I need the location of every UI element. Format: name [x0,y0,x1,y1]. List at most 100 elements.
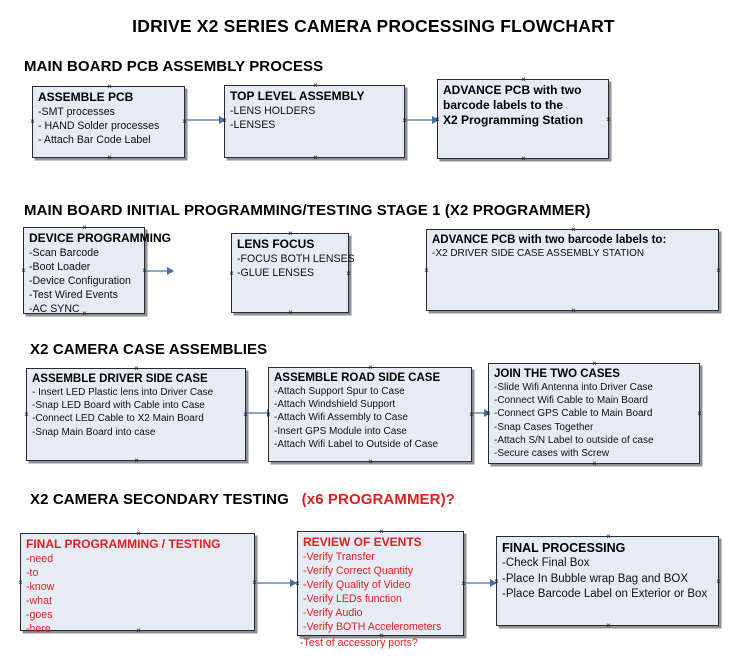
node-line: -Verify LEDs function [303,593,402,605]
resize-handle-bottom[interactable] [520,155,527,162]
resize-handle-right[interactable] [468,411,475,418]
resize-handle-top[interactable] [570,226,577,233]
node-title: ADVANCE PCB with two [443,83,582,97]
resize-handle-bottom[interactable] [287,309,294,316]
resize-handle-bottom[interactable] [312,154,319,161]
resize-handle-top[interactable] [133,365,140,372]
connector-review-of-events-to-final-processing [463,579,497,587]
resize-handle-left[interactable] [221,117,228,124]
node-line: -GLUE LENSES [237,267,315,279]
node-line: -AC SYNC [29,303,80,315]
resize-handle-bottom[interactable] [135,627,142,634]
resize-handle-left[interactable] [23,411,30,418]
resize-handle-top[interactable] [520,76,527,83]
node-line: -Connect GPS Cable to Main Board [494,408,653,420]
node-final-processing[interactable]: FINAL PROCESSING -Check Final Box -Place… [496,536,719,626]
resize-handle-left[interactable] [493,578,500,585]
resize-handle-right[interactable] [141,267,148,274]
node-line: -Secure cases with Screw [494,448,610,460]
connector-device-programming-to-lens-focus [146,267,174,275]
resize-handle-left[interactable] [20,267,27,274]
resize-handle-left[interactable] [434,116,441,123]
node-line: -Scan Barcode [29,247,100,259]
node-line: -Verify Correct Quantity [303,565,414,577]
resize-handle-right[interactable] [605,116,612,123]
node-advance-pcb-to-x2-programming-station[interactable]: ADVANCE PCB with two barcode labels to t… [437,79,609,159]
node-line: -what [26,595,52,607]
resize-handle-top[interactable] [287,230,294,237]
node-line: -Verify Quality of Video [303,579,411,591]
resize-handle-top[interactable] [591,360,598,367]
resize-handle-bottom[interactable] [133,457,140,464]
resize-handle-left[interactable] [29,118,36,125]
resize-handle-top[interactable] [106,83,113,90]
resize-handle-left[interactable] [265,411,272,418]
resize-handle-right[interactable] [696,410,703,417]
node-title: REVIEW OF EVENTS [303,535,422,549]
node-review-of-events[interactable]: REVIEW OF EVENTS -Verify Transfer -Verif… [294,528,467,649]
resize-handle-top[interactable] [312,82,319,89]
node-assemble-pcb[interactable]: ASSEMBLE PCB -SMT processes - HAND Solde… [32,86,185,158]
node-lens-focus[interactable]: LENS FOCUS -FOCUS BOTH LENSES -GLUE LENS… [228,230,355,316]
node-line: -Insert GPS Module into Case [274,425,407,437]
section-heading-main-board-pcb-assembly: MAIN BOARD PCB ASSEMBLY PROCESS [24,58,323,75]
node-line: - HAND Solder processes [38,120,160,132]
node-title: LENS FOCUS [237,237,315,251]
node-line: -Device Configuration [29,275,131,287]
resize-handle-top[interactable] [367,364,374,371]
node-title: ADVANCE PCB with two barcode labels to: [432,234,667,246]
resize-handle-right[interactable] [401,117,408,124]
node-device-programming[interactable]: DEVICE PROGRAMMING -Scan Barcode -Boot L… [20,224,171,317]
node-top-level-assembly[interactable]: TOP LEVEL ASSEMBLY -LENS HOLDERS -LENSES [224,85,405,158]
node-title-line-3: X2 Programming Station [443,113,584,127]
resize-handle-bottom[interactable] [81,310,88,317]
node-join-the-two-cases[interactable]: JOIN THE TWO CASES -Slide Wifi Antenna i… [488,363,700,464]
resize-handle-left[interactable] [17,579,24,586]
section-heading-text: X2 CAMERA CASE ASSEMBLIES [30,341,268,358]
resize-handle-bottom[interactable] [591,460,598,467]
connector-assemble-pcb-to-top-level-assembly [186,116,226,124]
node-line: - Attach Bar Code Label [38,134,151,146]
connector-final-programming-to-review-of-events [257,579,297,587]
node-line: -Snap LED Board with Cable into Case [32,400,205,412]
resize-handle-top[interactable] [378,528,385,535]
node-assemble-road-side-case[interactable]: ASSEMBLE ROAD SIDE CASE -Attach Support … [268,367,472,462]
node-line: -Attach S/N Label to outside of case [494,434,654,446]
resize-handle-bottom[interactable] [570,307,577,314]
node-line: -Attach Windshield Support [274,399,396,411]
resize-handle-left[interactable] [228,270,235,277]
node-advance-pcb-to-driver-side-case-station[interactable]: ADVANCE PCB with two barcode labels to: … [426,229,719,311]
resize-handle-right[interactable] [715,578,722,585]
resize-handle-bottom[interactable] [378,632,385,639]
node-title: TOP LEVEL ASSEMBLY [230,89,365,103]
resize-handle-bottom[interactable] [367,458,374,465]
section-heading-main-board-initial-programming: MAIN BOARD INITIAL PROGRAMMING/TESTING S… [24,202,591,219]
resize-handle-right[interactable] [715,267,722,274]
resize-handle-left[interactable] [485,410,492,417]
node-line: -Attach Wifi Assembly to Case [274,412,408,424]
resize-handle-left[interactable] [423,267,430,274]
resize-handle-bottom[interactable] [106,154,113,161]
resize-handle-right[interactable] [460,580,467,587]
resize-handle-top[interactable] [81,224,88,231]
resize-handle-left[interactable] [294,580,301,587]
section-heading-x2-camera-secondary-testing: X2 CAMERA SECONDARY TESTING (x6 PROGRAMM… [30,491,455,508]
resize-handle-top[interactable] [605,533,612,540]
resize-handle-right[interactable] [242,411,249,418]
resize-handle-right[interactable] [181,118,188,125]
node-line: - Insert LED Plastic lens into Driver Ca… [32,387,214,398]
node-title: JOIN THE TWO CASES [494,368,620,380]
node-line: -Snap Main Board into case [32,426,156,438]
node-line: -Connect LED Cable to X2 Main Board [32,413,204,425]
node-assemble-driver-side-case[interactable]: ASSEMBLE DRIVER SIDE CASE - Insert LED P… [26,368,246,461]
node-final-programming-testing[interactable]: FINAL PROGRAMMING / TESTING -need -to -k… [17,530,258,635]
resize-handle-right[interactable] [251,579,258,586]
resize-handle-right[interactable] [345,270,352,277]
node-line: -Check Final Box [502,557,590,569]
node-title: ASSEMBLE PCB [38,90,134,104]
resize-handle-top[interactable] [135,530,142,537]
node-line: -Verify Transfer [303,551,375,563]
resize-handle-bottom[interactable] [605,622,612,629]
node-title-line-2: barcode labels to the [443,98,564,112]
node-line: -SMT processes [38,106,115,118]
